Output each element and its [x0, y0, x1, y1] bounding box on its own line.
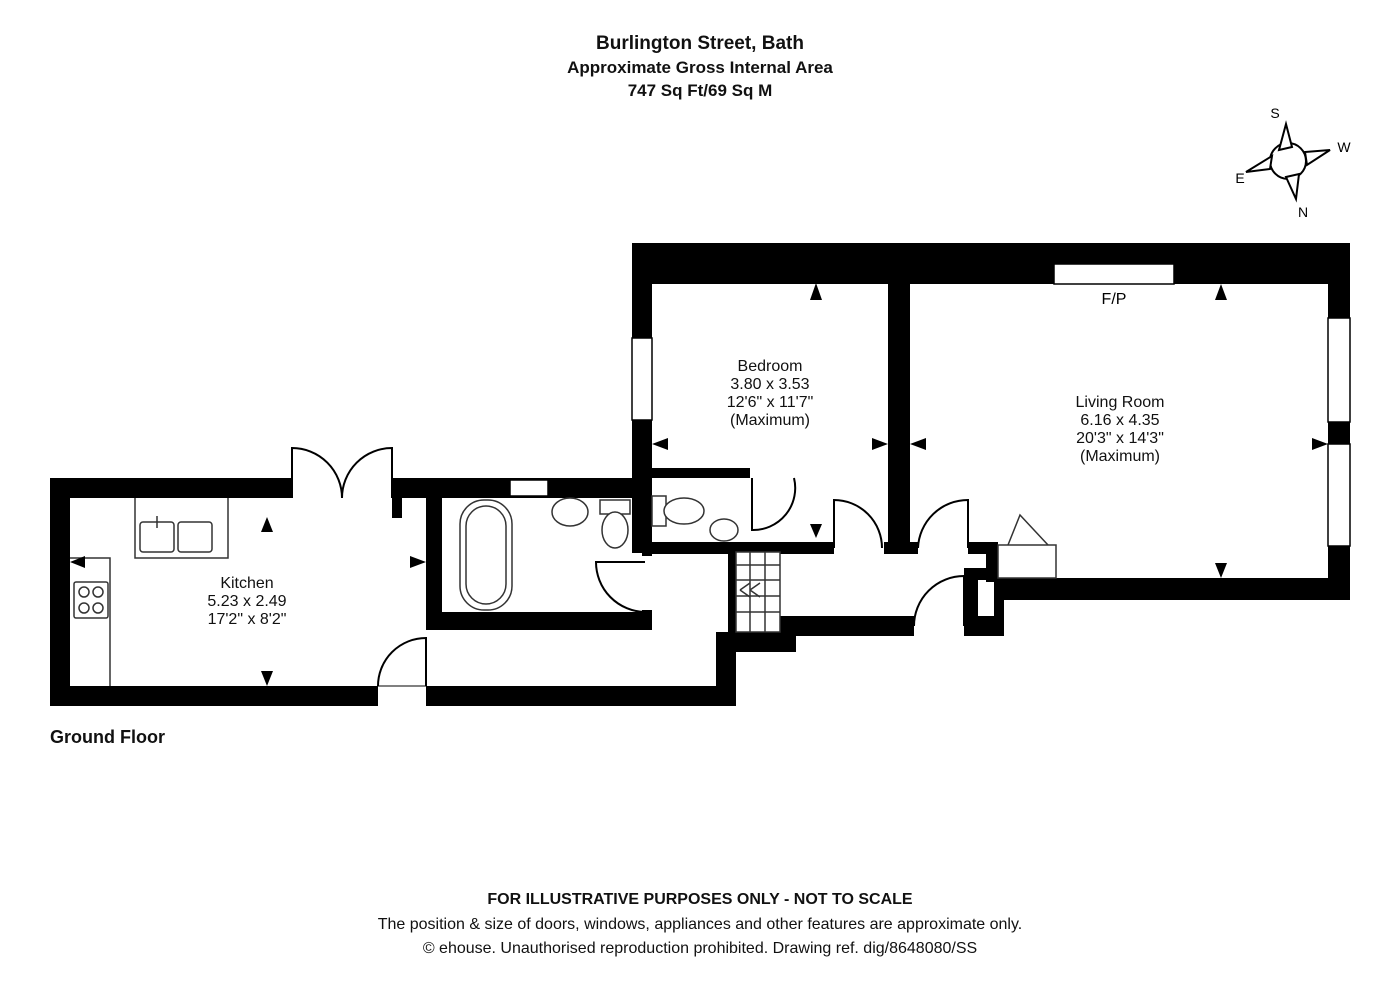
plan-subtitle: Approximate Gross Internal Area — [567, 58, 833, 77]
compass-e-label: E — [1235, 170, 1244, 186]
compass-n-label: N — [1298, 204, 1308, 220]
dimension-arrows — [70, 283, 1328, 686]
compass-s-label: S — [1270, 105, 1279, 121]
living-room-name: Living Room — [1075, 394, 1165, 411]
toilet-icon-2 — [663, 497, 705, 525]
toilet-icon — [601, 511, 629, 549]
bedroom-name: Bedroom — [737, 358, 803, 375]
living-room-metric: 6.16 x 4.35 — [1080, 412, 1160, 429]
hob-icon — [73, 581, 109, 619]
compass-w-label: W — [1337, 139, 1351, 155]
room-label-bedroom: Bedroom 3.80 x 3.53 12'6" x 11'7" (Maxim… — [700, 358, 840, 430]
kitchen-imperial: 17'2" x 8'2" — [207, 611, 287, 628]
compass-icon — [1245, 120, 1331, 203]
doors — [291, 446, 969, 708]
basin-icon — [551, 497, 589, 527]
bedroom-imperial: 12'6" x 11'7" — [726, 394, 814, 411]
bedroom-metric: 3.80 x 3.53 — [730, 376, 810, 393]
kitchen-name: Kitchen — [220, 575, 274, 592]
room-label-kitchen: Kitchen 5.23 x 2.49 17'2" x 8'2" — [177, 575, 317, 629]
basin-icon-2 — [709, 518, 739, 542]
approximation-note: The position & size of doors, windows, a… — [377, 916, 1023, 933]
disclaimer-text: FOR ILLUSTRATIVE PURPOSES ONLY - NOT TO … — [487, 891, 913, 908]
walls — [50, 243, 1350, 706]
kitchen-metric: 5.23 x 2.49 — [207, 593, 287, 610]
copyright-text: © ehouse. Unauthorised reproduction proh… — [422, 940, 978, 957]
plan-title: Burlington Street, Bath — [596, 33, 804, 54]
room-label-living-room: Living Room 6.16 x 4.35 20'3" x 14'3" (M… — [1050, 394, 1190, 466]
fireplace-label: F/P — [1102, 291, 1127, 308]
living-room-imperial: 20'3" x 14'3" — [1076, 430, 1164, 447]
floor-label: Ground Floor — [50, 727, 165, 747]
bedroom-note: (Maximum) — [730, 412, 810, 429]
drainer-icon — [177, 521, 213, 553]
windows — [509, 263, 1351, 547]
plan-area: 747 Sq Ft/69 Sq M — [627, 81, 773, 100]
fixtures — [70, 495, 1057, 686]
living-room-note: (Maximum) — [1080, 448, 1160, 465]
